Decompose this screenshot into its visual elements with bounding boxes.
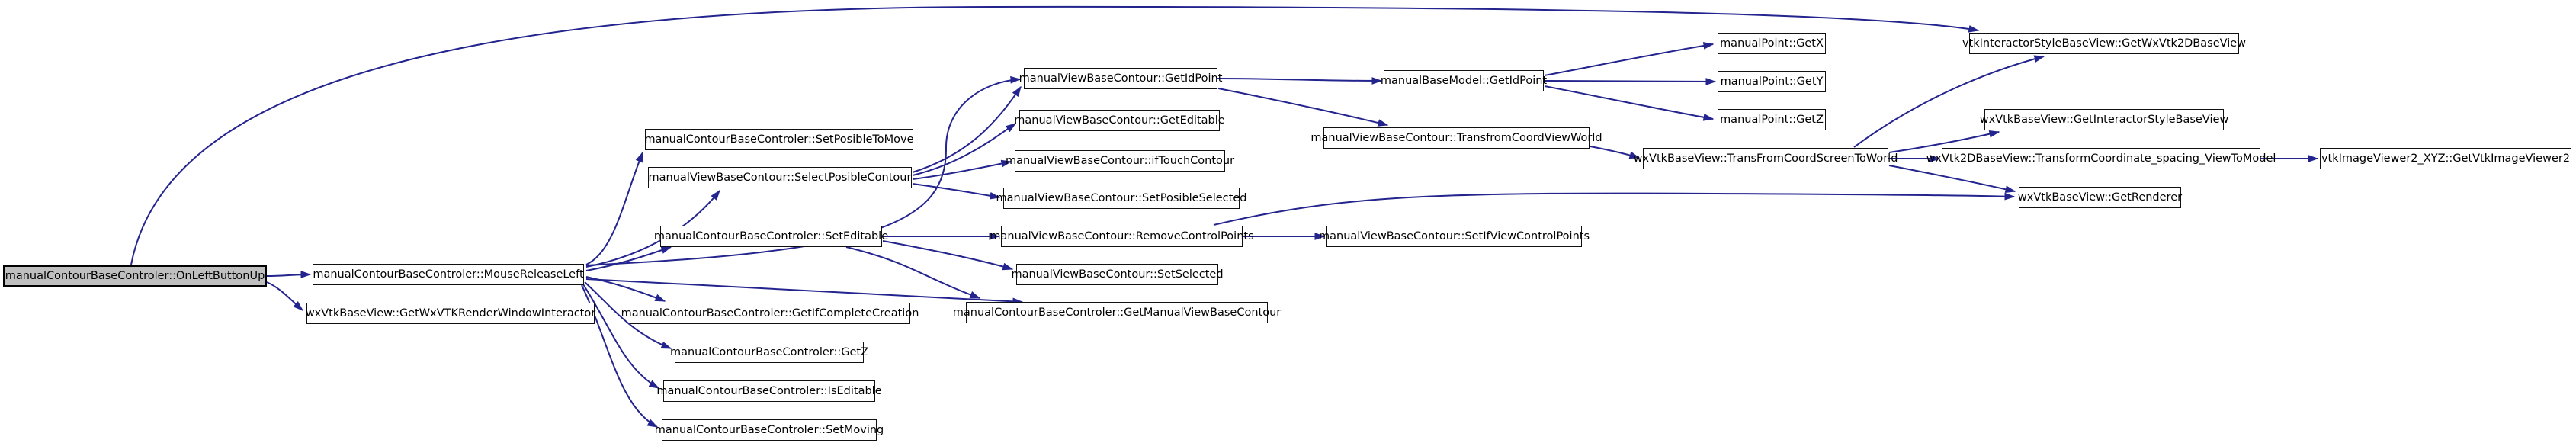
edge-transfrom-coord-view-world-to-trans-from-coord-screen-to-world: [1590, 146, 1641, 159]
edge-trans-from-coord-screen-to-world-to-get-renderer: [1888, 165, 2016, 193]
graph-node-transform-coordinate-spacing-view-to-model[interactable]: wxVtk2DBaseView::TransformCoordinate_spa…: [1926, 148, 2276, 169]
graph-node-get-if-complete-creation[interactable]: manualContourBaseControler::GetIfComplet…: [621, 303, 919, 324]
graph-node-view-get-id-point[interactable]: manualViewBaseContour::GetIdPoint: [1019, 68, 1222, 89]
graph-node-select-posible-contour[interactable]: manualViewBaseContour::SelectPosibleCont…: [648, 167, 912, 188]
graph-node-set-moving[interactable]: manualContourBaseControler::SetMoving: [655, 419, 884, 441]
graph-node-if-touch-contour[interactable]: manualViewBaseContour::ifTouchContour: [1006, 150, 1234, 172]
edge-on-left-button-up-to-get-wx-v-t-k-render-window-interactor: [266, 281, 304, 311]
graph-node-set-posible-selected[interactable]: manualViewBaseContour::SetPosibleSelecte…: [996, 188, 1246, 209]
edge-mouse-release-left-to-get-if-complete-creation: [585, 276, 666, 302]
graph-node-get-editable[interactable]: manualViewBaseContour::GetEditable: [1014, 110, 1225, 131]
edge-view-get-id-point-to-transfrom-coord-view-world: [1217, 88, 1389, 127]
edge-mouse-release-left-to-is-editable: [582, 284, 660, 389]
edge-model-get-id-point-to-point-get-z: [1544, 85, 1715, 121]
graph-node-point-get-z[interactable]: manualPoint::GetZ: [1718, 109, 1826, 130]
graph-node-trans-from-coord-screen-to-world[interactable]: wxVtkBaseView::TransFromCoordScreenToWor…: [1634, 148, 1898, 169]
edge-set-editable-to-set-selected: [882, 240, 1014, 271]
graph-node-mouse-release-left[interactable]: manualContourBaseControler::MouseRelease…: [313, 264, 584, 285]
edge-view-get-id-point-to-model-get-id-point: [1217, 77, 1383, 85]
graph-node-set-editable[interactable]: manualContourBaseControler::SetEditable: [654, 226, 888, 247]
graph-node-remove-control-points[interactable]: manualViewBaseContour::RemoveControlPoin…: [990, 226, 1254, 247]
edge-on-left-button-up-to-mouse-release-left: [266, 271, 312, 278]
graph-node-is-editable[interactable]: manualContourBaseControler::IsEditable: [656, 380, 882, 402]
graph-node-get-interactor-style-base-view[interactable]: wxVtkBaseView::GetInteractorStyleBaseVie…: [1980, 109, 2228, 130]
graph-node-transfrom-coord-view-world[interactable]: manualViewBaseContour::TransfromCoordVie…: [1310, 127, 1602, 149]
graph-node-get-manual-view-base-contour[interactable]: manualContourBaseControler::GetManualVie…: [953, 302, 1281, 323]
edge-select-posible-contour-to-set-posible-selected: [912, 183, 1001, 200]
edge-model-get-id-point-to-get-x: [1544, 42, 1715, 76]
graph-node-get-y[interactable]: manualPoint::GetY: [1718, 71, 1826, 92]
edge-set-editable-to-get-manual-view-base-contour: [845, 246, 981, 299]
graph-node-set-posible-to-move[interactable]: manualContourBaseControler::SetPosibleTo…: [644, 129, 914, 150]
edge-mouse-release-left-to-get-manual-view-base-contour: [585, 278, 1024, 306]
edge-select-posible-contour-to-if-touch-contour: [912, 159, 1012, 180]
edge-model-get-id-point-to-get-y: [1543, 78, 1717, 85]
graph-node-on-left-button-up[interactable]: manualContourBaseControler::OnLeftButton…: [3, 265, 267, 287]
graph-node-get-wx-vtk2-d-base-view[interactable]: vtkInteractorStyleBaseView::GetWxVtk2DBa…: [1962, 33, 2246, 54]
graph-node-model-get-id-point[interactable]: manualBaseModel::GetIdPoint: [1381, 70, 1547, 91]
graph-node-set-if-view-control-points[interactable]: manualViewBaseContour::SetIfViewControlP…: [1319, 226, 1590, 247]
graph-node-get-renderer[interactable]: wxVtkBaseView::GetRenderer: [2018, 187, 2182, 208]
edge-select-posible-contour-to-view-get-id-point: [912, 85, 1022, 173]
graph-node-get-x[interactable]: manualPoint::GetX: [1718, 33, 1826, 54]
edge-mouse-release-left-to-set-editable: [585, 246, 672, 271]
graph-node-get-wx-v-t-k-render-window-interactor[interactable]: wxVtkBaseView::GetWxVTKRenderWindowInter…: [306, 303, 595, 324]
graph-node-set-selected[interactable]: manualViewBaseContour::SetSelected: [1011, 264, 1224, 285]
edge-trans-from-coord-screen-to-world-to-get-wx-vtk2-d-base-view: [1853, 55, 2045, 148]
edge-select-posible-contour-to-get-editable: [912, 123, 1017, 176]
graph-node-ctrl-get-z[interactable]: manualContourBaseControler::GetZ: [670, 342, 868, 363]
edge-mouse-release-left-to-set-posible-to-move: [585, 151, 643, 265]
graph-node-get-vtk-image-viewer2[interactable]: vtkImageViewer2_XYZ::GetVtkImageViewer2: [2320, 148, 2571, 169]
edge-remove-control-points-to-get-renderer: [1213, 192, 2016, 226]
